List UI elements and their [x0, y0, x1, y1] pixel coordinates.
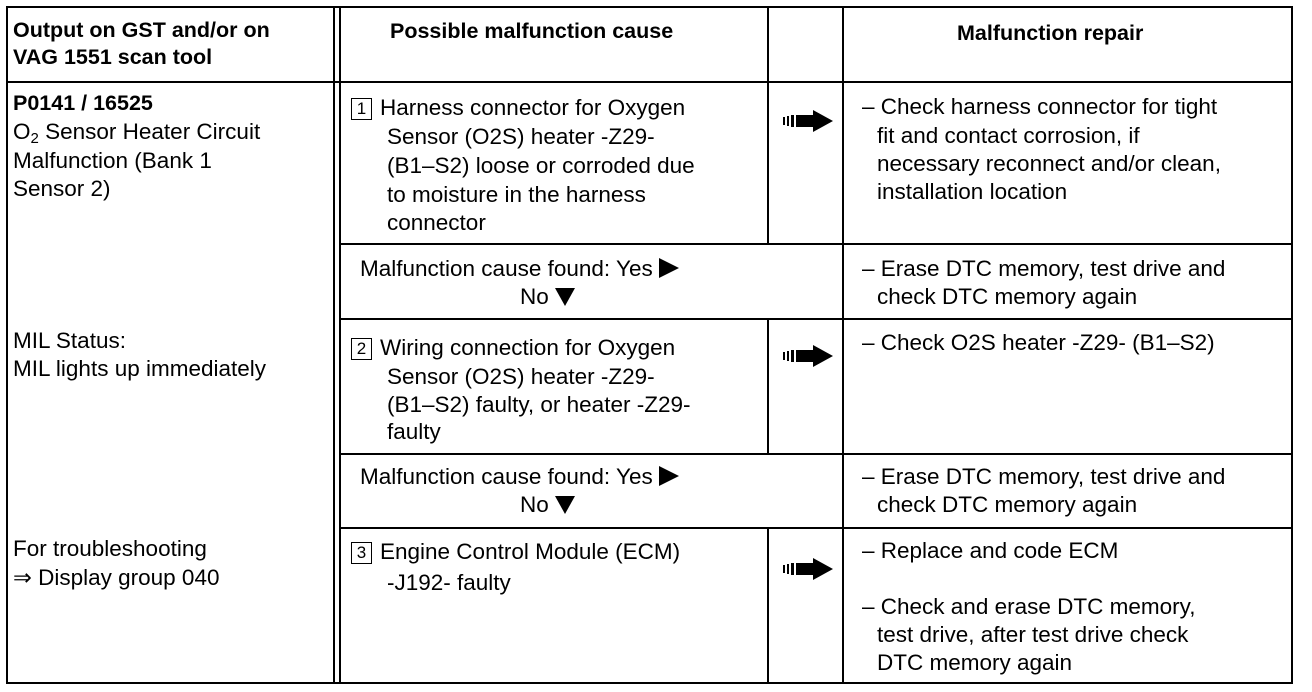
found-row-2-label: Malfunction cause found: Yes [360, 463, 679, 492]
step-3-repair2-line3: DTC memory again [877, 650, 1073, 675]
header-divider [6, 81, 1293, 83]
mil-status-value: MIL lights up immediately [13, 356, 267, 381]
col-divider-arrow-left [767, 6, 769, 243]
dtc-description-line2: Malfunction (Bank 1 [13, 148, 212, 173]
step-3-repair2-line2: test drive, after test drive check [877, 622, 1189, 647]
table-border-bottom [6, 682, 1293, 684]
dtc-description-line1: O2 Sensor Heater Circuit [13, 119, 261, 147]
header-output-line1: Output on GST and/or on [13, 18, 270, 42]
col-divider-arrow-left-2 [767, 319, 769, 454]
mil-status-label: MIL Status: [13, 328, 126, 353]
row-divider-4 [339, 527, 1293, 529]
step-1-cause-line3: (B1–S2) loose or corroded due [387, 153, 695, 178]
step-3-repair-line1: – Replace and code ECM [862, 538, 1119, 563]
header-repair: Malfunction repair [957, 21, 1144, 45]
step-1-cause-line2: Sensor (O2S) heater -Z29- [387, 124, 655, 149]
found-row-1-repair-line1: – Erase DTC memory, test drive and [862, 256, 1226, 281]
step-1-cause-line4: to moisture in the harness [387, 182, 646, 207]
step-2-cause-line3: (B1–S2) faulty, or heater -Z29- [387, 392, 691, 417]
step-1-cause-line5: connector [387, 210, 486, 235]
found-row-2-repair-line2: check DTC memory again [877, 492, 1138, 517]
step-number-badge: 2 [351, 338, 372, 360]
troubleshooting-link[interactable]: ⇒ Display group 040 [13, 565, 220, 590]
step-1-repair-line1: – Check harness connector for tight [862, 94, 1218, 119]
troubleshooting-label: For troubleshooting [13, 536, 207, 561]
table-border-right [1291, 6, 1293, 684]
row-divider-3 [339, 453, 1293, 455]
col-divider-repair [842, 6, 844, 684]
step-1-repair-line2: fit and contact corrosion, if [877, 123, 1140, 148]
step-2-cause-line4: faulty [387, 419, 441, 444]
col-divider-arrow-left-3 [767, 528, 769, 684]
col1-divider-a [333, 6, 335, 684]
found-row-1-no: No [520, 283, 575, 312]
found-row-2-no: No [520, 491, 575, 520]
header-output-line2: VAG 1551 scan tool [13, 45, 213, 69]
dtc-code: P0141 / 16525 [13, 91, 153, 115]
header-cause: Possible malfunction cause [390, 19, 674, 43]
step-number-badge: 1 [351, 98, 372, 120]
table-border-left [6, 6, 8, 684]
step-number-badge: 3 [351, 542, 372, 564]
down-triangle-icon [554, 288, 575, 306]
right-arrow-icon [783, 345, 833, 367]
step-2-repair-line1: – Check O2S heater -Z29- (B1–S2) [862, 330, 1215, 355]
row-divider-2 [339, 318, 1293, 320]
found-row-1-label: Malfunction cause found: Yes [360, 255, 679, 284]
down-triangle-icon [554, 496, 575, 514]
col1-divider-b [339, 6, 341, 684]
dtc-description-line3: Sensor 2) [13, 176, 111, 201]
right-arrow-icon [783, 110, 833, 132]
step-2-cause-line2: Sensor (O2S) heater -Z29- [387, 364, 655, 389]
step-3-cause-line2: -J192- faulty [387, 570, 511, 595]
play-triangle-icon [658, 466, 679, 486]
found-row-2-repair-line1: – Erase DTC memory, test drive and [862, 464, 1226, 489]
play-triangle-icon [658, 258, 679, 278]
found-row-1-repair-line2: check DTC memory again [877, 284, 1138, 309]
right-arrow-icon [783, 558, 833, 580]
row-divider-1 [339, 243, 1293, 245]
step-1-repair-line3: necessary reconnect and/or clean, [877, 151, 1221, 176]
step-3-repair2-line1: – Check and erase DTC memory, [862, 594, 1196, 619]
step-1-repair-line4: installation location [877, 179, 1068, 204]
table-border-top [6, 6, 1293, 8]
